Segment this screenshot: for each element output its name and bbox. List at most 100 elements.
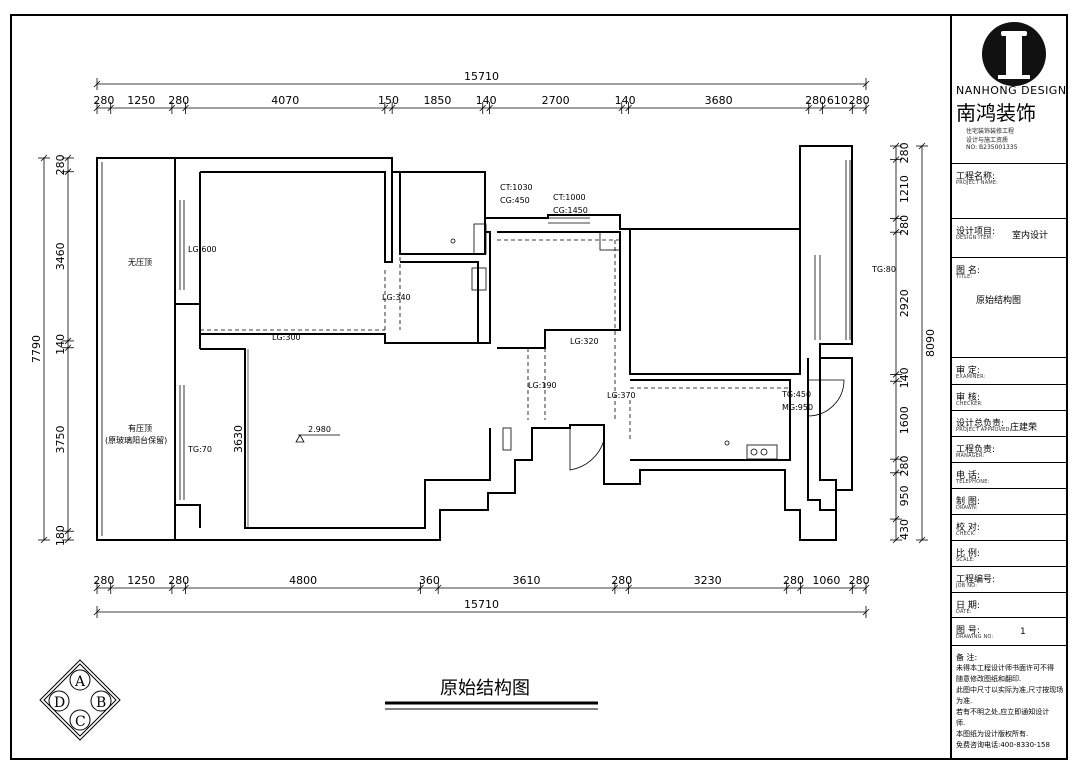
vent-shaft-2 [599, 231, 621, 251]
dim-label-right-5: 1600 [898, 406, 911, 434]
tg70-label: TG:70 [187, 445, 212, 454]
logo-column [1006, 34, 1022, 76]
tb-value-drawing_name: 原始结构图 [976, 296, 1022, 306]
tb-en-job_no: JOB NO: [956, 583, 978, 589]
tb-label-project_name: 工程名称: [956, 172, 996, 182]
tb-label-design_item: 设计项目: [956, 227, 996, 237]
title-block-divider [950, 540, 1068, 541]
dim-label-right-2: 280 [898, 215, 911, 236]
drain-1 [450, 238, 456, 244]
dim-label-bottom-8: 280 [783, 574, 804, 587]
tb-value-chief: 庄建荣 [1010, 423, 1038, 433]
inner-wall-living-top [200, 171, 393, 263]
dim-left-overall: 7790 [30, 335, 43, 363]
note-line: 本图纸为设计版权所有. [956, 730, 1029, 738]
tb-en-chief: PROJECT APPROVED: [956, 427, 1012, 433]
brand-name-cn: 南鸿装饰 [956, 101, 1036, 125]
doors [569, 379, 845, 471]
elevation-mark [295, 434, 340, 443]
inner-wall-bath3 [630, 379, 791, 461]
inner-wall-kitchen [497, 231, 621, 349]
balcony-top-label: 无压顶 [128, 258, 152, 267]
title-underline [385, 701, 598, 710]
lg320-label: LG:320 [570, 337, 599, 346]
right-stairs [807, 358, 836, 511]
tb-label-drawing_name: 图 名: [956, 266, 980, 276]
dim-label-bottom-6: 280 [611, 574, 632, 587]
logo-column-capital [1001, 31, 1027, 36]
lg340-label: LG:340 [382, 293, 411, 302]
tb-en-design_item: DESIGN ITEM: [956, 235, 993, 241]
sheet-frame [10, 14, 1068, 760]
dim-3630-label: 3630 [232, 425, 245, 453]
cg450-label: CG:450 [500, 196, 530, 205]
tb-en-review: CHECKER: [956, 401, 983, 407]
dim-label-top-1: 1250 [127, 94, 155, 107]
title-block-divider [950, 410, 1068, 411]
balcony-bottom-label2: (原玻璃阳台保留) [105, 435, 167, 445]
dim-label-right-8: 430 [898, 519, 911, 540]
compass-emblem: A B C D [39, 659, 121, 741]
dim-label-bottom-5: 3610 [513, 574, 541, 587]
tb-en-approve: EXAMINER: [956, 374, 986, 380]
living-bottom [175, 504, 201, 528]
drain-2 [724, 440, 730, 446]
tb-en-phone: TELEPHONE: [956, 479, 990, 485]
compass-b: B [96, 695, 106, 711]
mg950-label: MG:950 [782, 403, 813, 412]
dim-label-bottom-10: 280 [849, 574, 870, 587]
lg300-label: LG:300 [272, 333, 301, 342]
stove-box [746, 444, 778, 460]
title-block-divider [950, 384, 1068, 385]
brand-name-en: NANHONG DESIGN [956, 84, 1067, 97]
tb-label-manager: 工程负责: [956, 445, 996, 455]
dim-label-right-7: 950 [898, 485, 911, 506]
title-block-divider [950, 514, 1068, 515]
tb-label-approve: 审 定: [956, 366, 980, 376]
dim-label-left-4: 180 [54, 525, 67, 546]
dim-label-right-0: 280 [898, 142, 911, 163]
dim-label-top-12: 280 [849, 94, 870, 107]
fixtures [450, 223, 778, 460]
tb-label-review: 审 核: [956, 393, 980, 403]
note-line: 为准. [956, 697, 973, 705]
title-block-divider [950, 257, 1068, 258]
dim-label-top-4: 150 [378, 94, 399, 107]
lg600-label: LG:600 [188, 245, 217, 254]
dim-label-bottom-3: 4800 [289, 574, 317, 587]
right-small [819, 358, 837, 490]
dim-label-left-0: 280 [54, 154, 67, 175]
compass-c: C [75, 714, 86, 730]
title-block-divider [950, 357, 1068, 358]
balcony-mid [175, 303, 201, 349]
vent-shaft-1 [471, 267, 487, 291]
walls [96, 145, 853, 541]
tb-value-design_item: 室内设计 [1012, 231, 1049, 241]
tb-en-drawing_no: DRAWING NO: [956, 634, 994, 640]
brand-sub-3: NO: B235001335 [966, 144, 1018, 151]
title-block-divider [950, 462, 1068, 463]
balcony-bottom-label1: 有压顶 [128, 423, 152, 433]
dim-label-bottom-1: 1250 [127, 574, 155, 587]
dim-label-top-8: 140 [615, 94, 636, 107]
dim-label-top-0: 280 [93, 94, 114, 107]
note-line: 此图中尺寸以实际为准,尺寸按现场 [956, 686, 1064, 694]
dim-label-top-2: 280 [168, 94, 189, 107]
dim-label-right-6: 280 [898, 455, 911, 476]
dim-label-bottom-0: 280 [93, 574, 114, 587]
tb-label-chief: 设计总负责: [956, 419, 1005, 429]
lg370-label: LG:370 [607, 391, 636, 400]
brand-sub-1: 住宅装饰装修工程 [966, 128, 1015, 135]
notes-title: 备 注: [956, 653, 978, 662]
dim-label-top-5: 1850 [423, 94, 451, 107]
compass-a: A [74, 674, 86, 690]
tb-label-draw: 制 图: [956, 497, 980, 507]
dim-label-top-6: 140 [476, 94, 497, 107]
dim-label-left-1: 3460 [54, 242, 67, 270]
title-block-divider [950, 218, 1068, 219]
inner-wall-bed2 [629, 229, 801, 375]
windows [96, 160, 851, 536]
dim-label-top-9: 3680 [705, 94, 733, 107]
